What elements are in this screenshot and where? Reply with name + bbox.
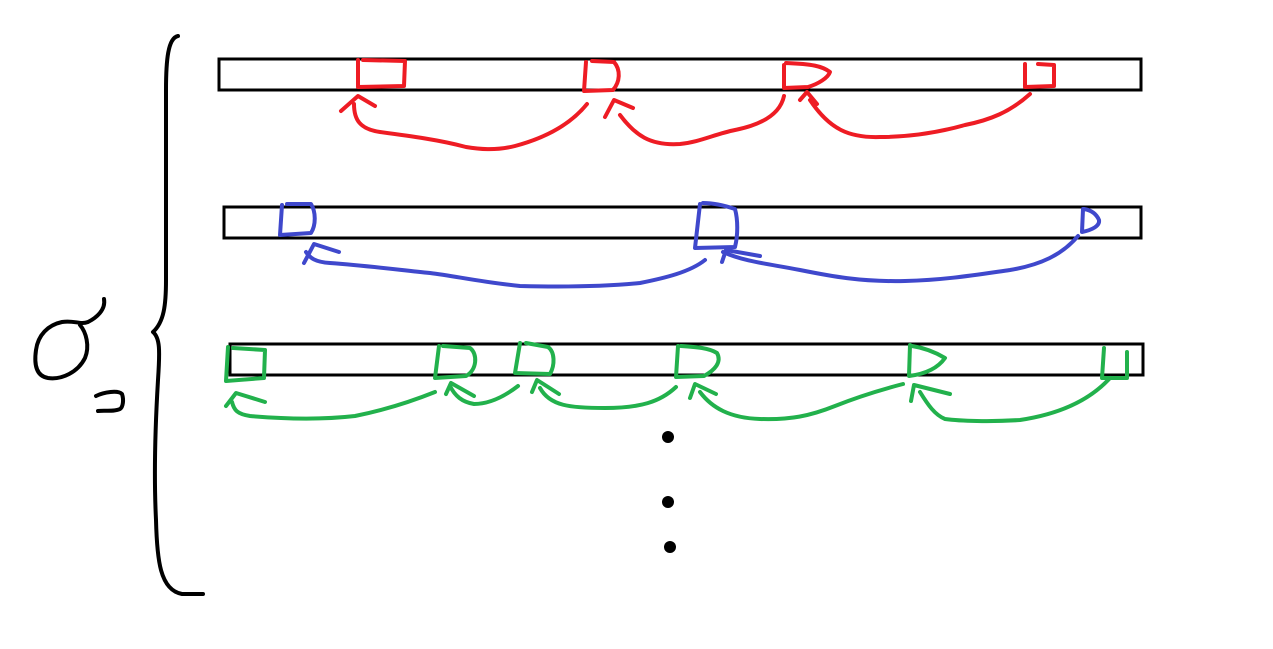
row-3-arrow-5 [918,376,1112,424]
row-2 [222,201,1143,289]
subscript-j [94,389,126,413]
row-1-arrow-1 [352,102,589,152]
row-1-marker-4 [1023,62,1056,89]
row-2-marker-3 [1080,207,1102,234]
row-3-arrow-1 [230,390,437,421]
ellipsis-dot-1 [662,431,674,443]
row-3 [224,341,1145,424]
row-1-arrow-1-head [339,94,377,113]
ellipsis-dot-2 [662,496,674,508]
row-1-marker-2 [582,59,621,93]
row-3-marker-3 [513,341,556,376]
row-1-marker-1 [356,58,407,89]
row-2-marker-2 [693,201,740,250]
sigma-loop [33,297,107,381]
row-2-arrow-1-head [302,242,341,265]
left-brace [151,34,205,596]
row-3-arrow-3 [538,385,678,410]
row-3-marker-5 [907,343,947,378]
row-3-arrow-5-head [909,383,952,403]
sigma-j-symbol [33,297,126,413]
row-2-arrow-2 [721,234,1080,284]
row-2-arrow-2-head [720,248,762,264]
ellipsis-dot-3 [664,541,676,553]
row-3-arrow-2-head [444,381,476,398]
row-1-arrow-3-head [798,90,819,106]
row-1-arrow-3 [808,92,1032,140]
row-3-arrow-4-head [688,382,718,400]
row-2-bar [222,205,1143,240]
row-2-arrow-1 [304,250,707,289]
row-3-marker-4 [674,344,721,379]
row-3-arrow-1-head [224,391,267,408]
row-2-marker-1 [278,202,317,237]
row-3-arrow-4 [698,382,905,422]
row-1-marker-3 [782,61,832,90]
row-1-arrow-2 [618,94,786,147]
row-3-marker-6 [1100,346,1129,380]
row-1 [217,57,1143,152]
vertical-ellipsis [662,431,676,553]
row-3-marker-1 [224,345,267,383]
row-3-arrow-2 [448,384,520,406]
row-3-marker-2 [433,344,478,380]
row-1-arrow-2-head [603,98,635,119]
row-3-arrow-3-head [530,378,561,396]
row-3-bar [228,342,1145,377]
